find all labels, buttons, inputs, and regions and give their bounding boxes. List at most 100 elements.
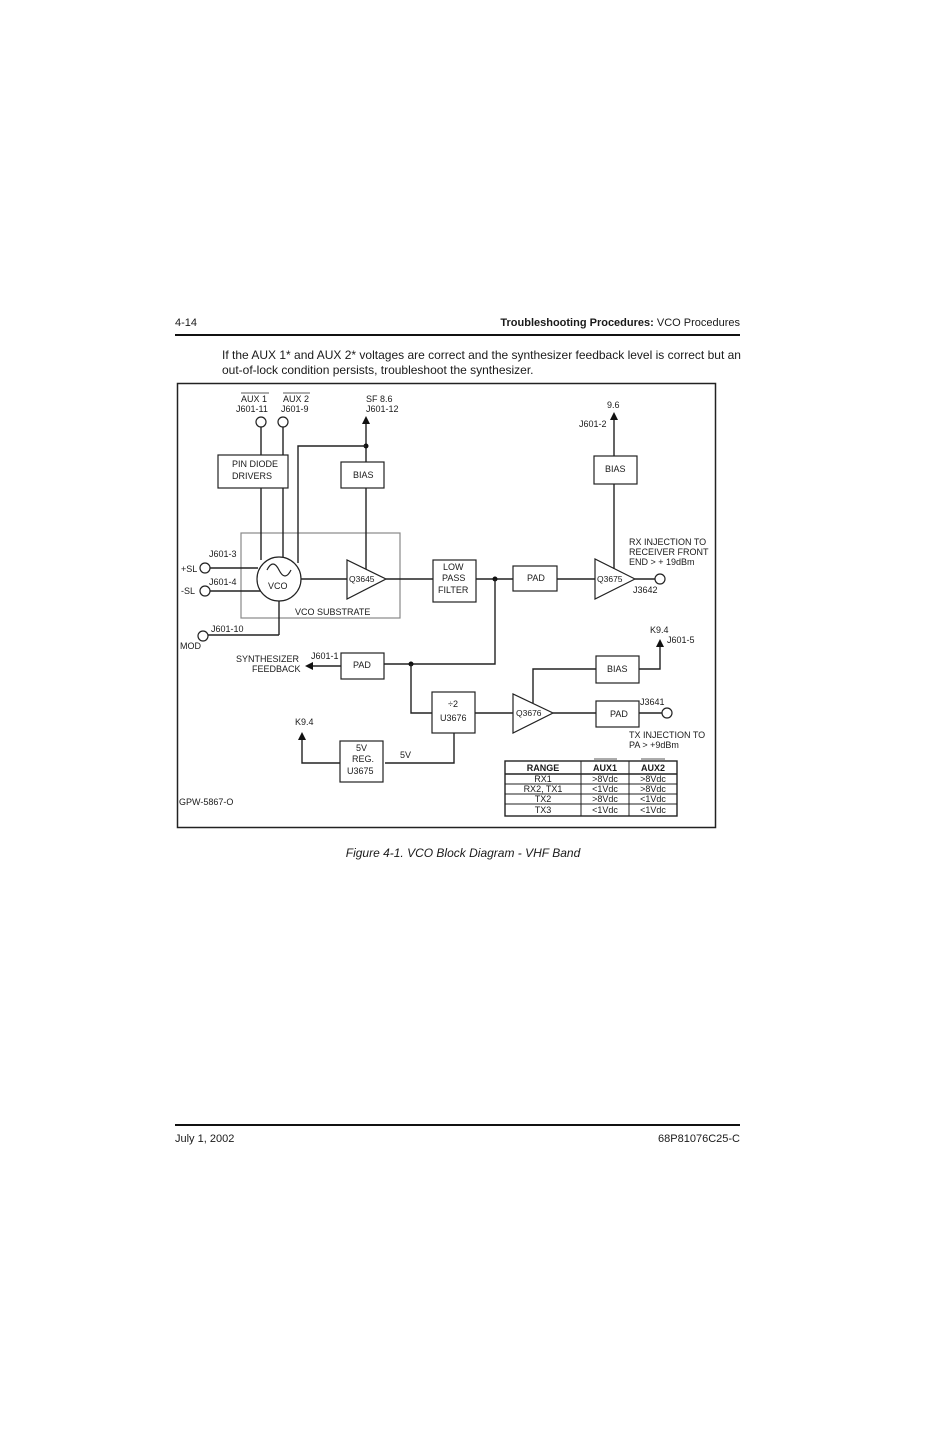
footer-doc-number: 68P81076C25-C [658, 1133, 740, 1145]
section-header: Troubleshooting Procedures: VCO Procedur… [500, 317, 740, 329]
feedback-pad-block [340, 652, 385, 680]
tx-injection-1: TX INJECTION TO [629, 730, 705, 740]
sf-pin: J601-12 [366, 404, 399, 414]
to-divider-wire [410, 664, 432, 714]
table-cell: <1Vdc [640, 794, 666, 804]
feedback-pin: J601-1 [311, 651, 339, 661]
tx-pad-block [595, 700, 640, 728]
bias-label-1: BIAS [353, 470, 374, 480]
k94-pin-a: J601-5 [667, 635, 695, 645]
feedback-split-wire [411, 579, 496, 665]
q3645-amplifier [346, 559, 388, 600]
synth-feedback-1: SYNTHESIZER [236, 654, 300, 664]
j3642-connector [654, 573, 666, 585]
tx-pad-label: PAD [610, 709, 628, 719]
k94-bias-wire [639, 647, 661, 670]
footer-rule [175, 1124, 740, 1126]
table-cell: <1Vdc [592, 784, 618, 794]
neg-sl-pin: J601-4 [209, 577, 237, 587]
q3676-bias-wire [532, 668, 596, 703]
aux1-connector [255, 416, 267, 428]
lpf-label-1: LOW [443, 562, 464, 572]
rx-injection-1: RX INJECTION TO [629, 537, 706, 547]
v96-label: 9.6 [607, 400, 620, 410]
lpf-label-2: PASS [442, 573, 465, 583]
pin-diode-label-2: DRIVERS [232, 471, 272, 481]
v96-arrow-icon [610, 412, 618, 420]
table-row: RX2, TX1 <1Vdc >8Vdc [524, 784, 667, 794]
table-cell: >8Vdc [592, 794, 618, 804]
k94-arrow-icon [656, 639, 664, 647]
aux-range-table: RANGE AUX1 AUX2 RX1 >8Vdc >8Vdc RX2, TX1… [504, 758, 678, 817]
j3641-connector [661, 707, 673, 719]
reg-label-2: REG. [352, 754, 374, 764]
v96-pin: J601-2 [579, 419, 607, 429]
table-row: TX3 <1Vdc <1Vdc [535, 805, 667, 815]
q3645-label: Q3645 [349, 574, 375, 584]
table-cell: TX2 [535, 794, 552, 804]
mod-label: MOD [180, 641, 201, 651]
pin-diode-label-1: PIN DIODE [232, 459, 278, 469]
drawing-id: GPW-5867-O [179, 797, 233, 807]
five-volt-wire [385, 733, 455, 764]
aux2-connector [277, 416, 289, 428]
bias-block-q3675 [593, 455, 638, 485]
five-volt-label: 5V [400, 750, 411, 760]
divider-label-1: ÷2 [448, 699, 458, 709]
reg-label-1: 5V [356, 743, 367, 753]
bias-label-3: BIAS [607, 664, 628, 674]
figure-caption: Figure 4-1. VCO Block Diagram - VHF Band [345, 846, 581, 860]
table-row: TX2 >8Vdc <1Vdc [535, 794, 667, 804]
k94-label-b: K9.4 [295, 717, 314, 727]
q3675-amplifier [594, 558, 637, 600]
table-cell: <1Vdc [592, 805, 618, 815]
q3676-amplifier [512, 693, 555, 734]
aux1-label: AUX 1 [241, 394, 267, 404]
j3641-label: J3641 [640, 697, 665, 707]
neg-sl-label: -SL [181, 586, 195, 596]
aux2-pin: J601-9 [281, 404, 309, 414]
rx-pad-label: PAD [527, 573, 545, 583]
bias-block-q3645 [340, 461, 385, 489]
rx-injection-2: RECEIVER FRONT [629, 547, 709, 557]
pos-sl-connector [199, 562, 211, 574]
vco-substrate-outline [240, 532, 401, 619]
five-volt-regulator-block [339, 740, 384, 783]
section-title: Troubleshooting Procedures: [500, 317, 654, 329]
k94-label-a: K9.4 [650, 625, 669, 635]
divider-label-2: U3676 [440, 713, 467, 723]
feedback-pad-label: PAD [353, 660, 371, 670]
tx-injection-2: PA > +9dBm [629, 740, 679, 750]
synth-feedback-2: FEEDBACK [252, 664, 301, 674]
sf-label: SF 8.6 [366, 394, 393, 404]
pin-diode-drivers-block [217, 454, 289, 489]
k94-reg-arrow-icon [298, 732, 306, 740]
pos-sl-pin: J601-3 [209, 549, 237, 559]
section-subtitle: VCO Procedures [653, 317, 740, 329]
intro-paragraph: If the AUX 1* and AUX 2* voltages are co… [222, 348, 741, 377]
low-pass-filter-block [432, 559, 477, 603]
j3642-label: J3642 [633, 585, 658, 595]
vco-block [256, 556, 302, 602]
table-cell: >8Vdc [640, 784, 666, 794]
aux1-pin: J601-11 [236, 404, 268, 414]
neg-sl-connector [199, 585, 211, 597]
table-cell: TX3 [535, 805, 552, 815]
rx-injection-3: END > + 19dBm [629, 557, 695, 567]
lpf-label-3: FILTER [438, 585, 469, 595]
sine-wave-icon [266, 563, 292, 577]
table-cell: <1Vdc [640, 805, 666, 815]
page-number: 4-14 [175, 317, 198, 329]
vco-supply-wire [297, 445, 366, 563]
table-header-range: RANGE [527, 763, 560, 773]
footer-date: July 1, 2002 [175, 1133, 235, 1145]
table-cell: RX2, TX1 [524, 784, 563, 794]
sf-arrow-icon [362, 416, 370, 424]
aux2-label: AUX 2 [283, 394, 309, 404]
header-rule [175, 334, 740, 336]
figure-frame [176, 382, 717, 829]
table-cell: RX1 [534, 774, 552, 784]
vco-substrate-label: VCO SUBSTRATE [295, 607, 370, 617]
vco-label: VCO [268, 581, 288, 591]
